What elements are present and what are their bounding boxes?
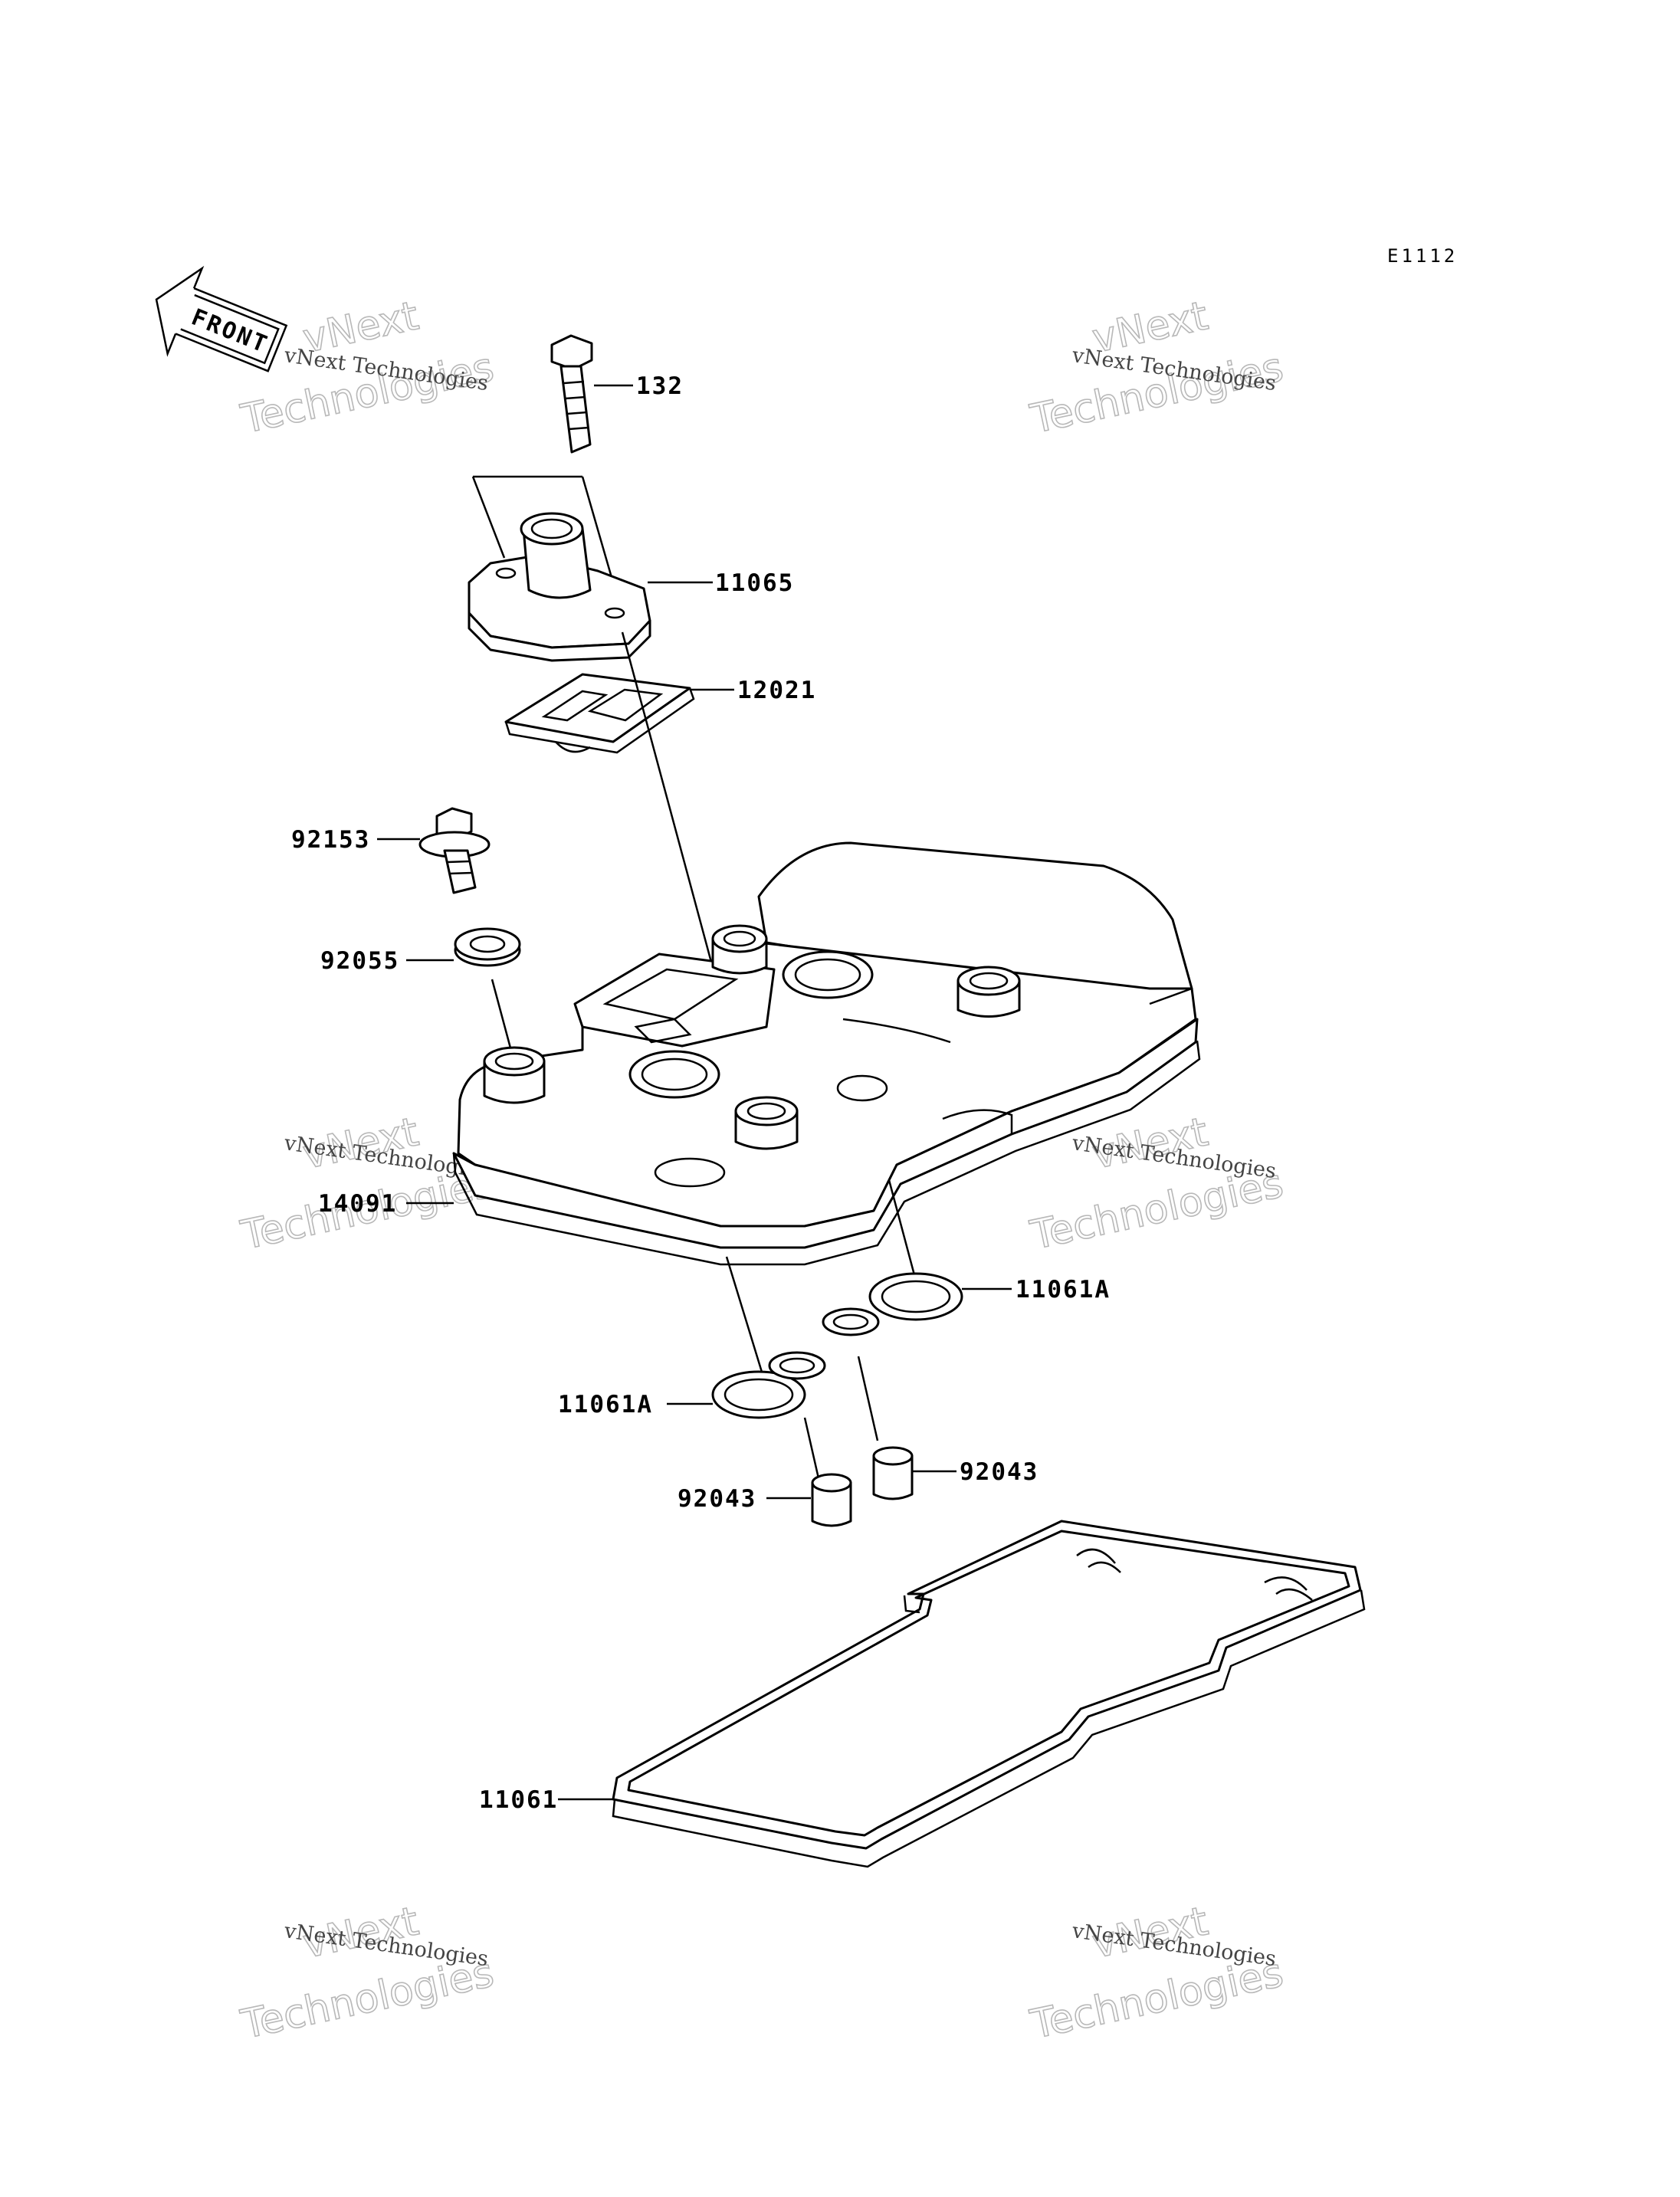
part-14091-cylinder-head-cover[interactable] <box>452 841 1201 1266</box>
label-11061[interactable]: 11061 <box>479 1786 558 1814</box>
label-11065[interactable]: 11065 <box>715 569 794 597</box>
label-92043-left[interactable]: 92043 <box>678 1485 756 1513</box>
part-92055-grommet[interactable] <box>454 927 521 967</box>
part-11061A-right-gasket[interactable] <box>822 1272 963 1336</box>
watermark-mid-right: vNext Technologies vNext Technologies <box>1025 1109 1288 1260</box>
watermark-top-right: vNext Technologies vNext Technologies <box>1025 293 1288 444</box>
label-12021[interactable]: 12021 <box>737 677 816 704</box>
watermark-top-left: vNext Technologies vNext Technologies <box>236 293 498 444</box>
label-92153[interactable]: 92153 <box>291 826 370 854</box>
alignment-line-grommet <box>491 979 514 1054</box>
part-92153-bolt[interactable] <box>418 807 491 894</box>
watermark-bottom-right: vNext Technologies vNext Technologies <box>1025 1898 1288 2049</box>
alignment-line-breather <box>621 631 722 997</box>
front-arrow-icon: FRONT <box>155 265 288 372</box>
part-12021-gasket[interactable] <box>504 673 695 754</box>
part-11061-cover-gasket[interactable] <box>612 1520 1366 1868</box>
label-11061A-right[interactable]: 11061A <box>1016 1276 1111 1303</box>
alignment-line-left <box>725 1256 768 1388</box>
alignment-line-right-lower <box>857 1356 879 1441</box>
part-11061A-left-gasket[interactable] <box>711 1351 826 1419</box>
label-92055[interactable]: 92055 <box>320 947 399 975</box>
label-132[interactable]: 132 <box>636 372 684 400</box>
part-11065-breather-cover[interactable] <box>468 475 651 662</box>
part-92043-left-dowel[interactable] <box>811 1473 852 1527</box>
part-132-bolt[interactable] <box>550 334 593 454</box>
label-14091[interactable]: 14091 <box>318 1190 397 1218</box>
part-92043-right-dowel[interactable] <box>872 1446 914 1500</box>
front-label: FRONT <box>188 303 273 359</box>
label-92043-right[interactable]: 92043 <box>960 1458 1039 1486</box>
label-11061A-left[interactable]: 11061A <box>558 1391 653 1418</box>
diagram-code: E1112 <box>1387 245 1458 267</box>
watermark-bottom-left: vNext Technologies vNext Technologies <box>236 1898 498 2049</box>
